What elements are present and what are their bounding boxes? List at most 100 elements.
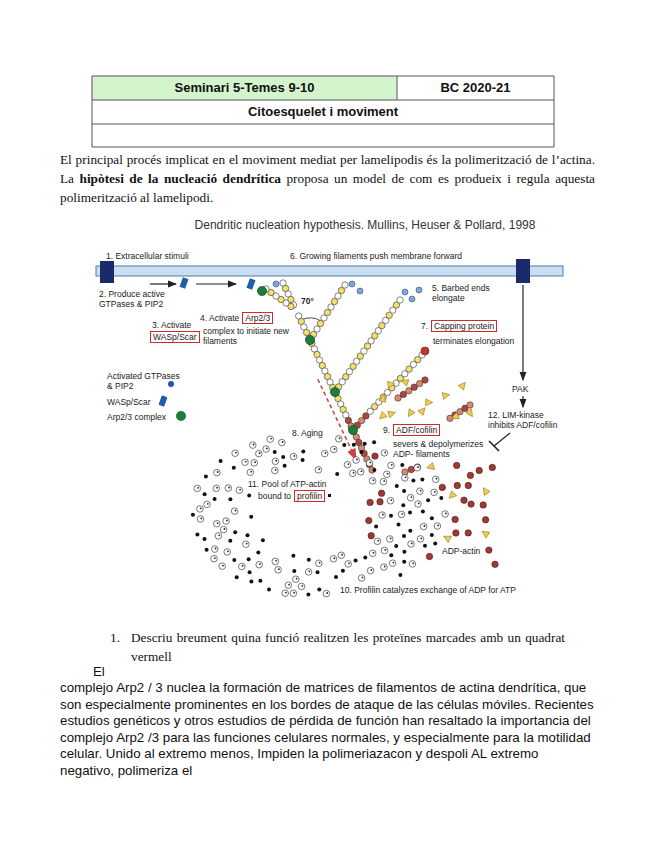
profilin	[363, 556, 367, 560]
profilin	[205, 548, 209, 552]
highlight-box: profilin	[294, 490, 325, 502]
highlight-box: ADF/cofilin	[393, 424, 440, 436]
atp-mark	[217, 522, 219, 524]
cofilin	[388, 380, 396, 388]
actin-subunit	[397, 297, 403, 303]
step-label: 8. Aging	[292, 428, 323, 438]
atp-mark	[384, 549, 386, 551]
profilin	[306, 592, 310, 596]
atp-actin	[402, 475, 409, 482]
table-line	[397, 76, 398, 100]
step-label: bound to	[258, 491, 291, 501]
atp-mark	[390, 538, 392, 540]
atp-actin	[330, 556, 337, 563]
actin-subunit	[408, 466, 414, 472]
step-label: 10. Profilin catalyzes exchange of ADP f…	[340, 585, 516, 595]
atp-actin	[407, 494, 414, 501]
atp-actin	[211, 555, 218, 562]
figure-title: Dendritic nucleation hypothesis. Mullins…	[140, 218, 590, 232]
answer-text: complejo Arp2 / 3 nuclea la formación de…	[60, 680, 596, 779]
profilin	[292, 569, 296, 573]
atp-mark	[270, 438, 272, 440]
profilin	[402, 489, 406, 493]
step-label: 4. Activate	[200, 313, 239, 323]
atp-mark	[318, 468, 320, 470]
adp-actin	[452, 516, 458, 522]
step-label: terminates elongation	[433, 336, 514, 346]
cofilin	[426, 399, 433, 406]
atp-actin	[267, 436, 274, 443]
atp-actin	[381, 450, 388, 457]
atp-actin	[282, 590, 289, 597]
step-label: ADP-actin	[442, 546, 480, 556]
atp-mark	[390, 499, 392, 501]
profilin	[301, 450, 305, 454]
atp-mark	[285, 592, 287, 594]
actin-subunit	[342, 282, 348, 288]
profilin-mark	[328, 494, 331, 497]
adp-actin	[486, 547, 492, 553]
profilin	[421, 510, 425, 514]
signal-arrow	[522, 285, 523, 380]
profilin-actin	[349, 281, 355, 287]
profilin	[408, 511, 412, 515]
profilin	[191, 513, 195, 517]
table-line	[92, 76, 554, 77]
atp-mark	[393, 562, 395, 564]
atp-mark	[373, 552, 375, 554]
table-line	[92, 147, 554, 148]
profilin	[213, 497, 217, 501]
cofilin	[405, 409, 415, 419]
adp-actin	[367, 499, 373, 505]
question-text: Descriu breument quina funció realitzen …	[131, 628, 565, 666]
atp-mark	[200, 518, 202, 520]
profilin	[363, 442, 367, 446]
profilin	[354, 559, 358, 563]
profilin	[247, 493, 251, 497]
atp-actin	[272, 558, 279, 565]
atp-actin	[197, 516, 204, 523]
profilin	[232, 466, 236, 470]
cofilin	[418, 405, 428, 415]
header-cell-fill	[92, 76, 397, 100]
profilin	[301, 458, 305, 462]
receptor	[100, 261, 114, 283]
adp-actin	[465, 530, 471, 536]
profilin	[401, 503, 405, 507]
step-label: 5. Barbed ends elongate	[432, 283, 492, 303]
atp-actin	[215, 533, 222, 540]
atp-actin	[432, 476, 439, 483]
atp-actin	[408, 541, 415, 548]
atp-mark	[437, 525, 439, 527]
cofilin	[466, 409, 476, 419]
receptor	[516, 259, 530, 283]
highlight-box: WASp/Scar	[150, 331, 200, 343]
adp-actin	[368, 533, 374, 539]
atp-actin	[236, 487, 243, 494]
atp-actin	[398, 511, 405, 518]
step-label: complex to initiate new filaments	[203, 326, 289, 346]
answer-text: El	[93, 664, 105, 681]
profilin	[249, 515, 253, 519]
atp-actin	[374, 538, 381, 545]
profilin	[246, 533, 250, 537]
atp-mark	[200, 507, 202, 509]
step-label: 3. Activate	[152, 320, 191, 330]
atp-mark	[278, 568, 280, 570]
atp-mark	[246, 543, 248, 545]
atp-mark	[222, 565, 224, 567]
atp-mark	[401, 513, 403, 515]
actin-subunit	[467, 402, 473, 408]
atp-mark	[420, 490, 422, 492]
atp-actin	[293, 576, 300, 583]
adp-actin	[378, 490, 384, 496]
header-table	[92, 76, 554, 147]
adp-actin	[426, 553, 432, 559]
atp-actin	[369, 550, 376, 557]
box-text: WASp/Scar	[153, 332, 197, 342]
profilin	[219, 459, 223, 463]
adp-actin	[454, 462, 460, 468]
inhibition-line	[494, 433, 510, 446]
profilin	[397, 523, 401, 527]
